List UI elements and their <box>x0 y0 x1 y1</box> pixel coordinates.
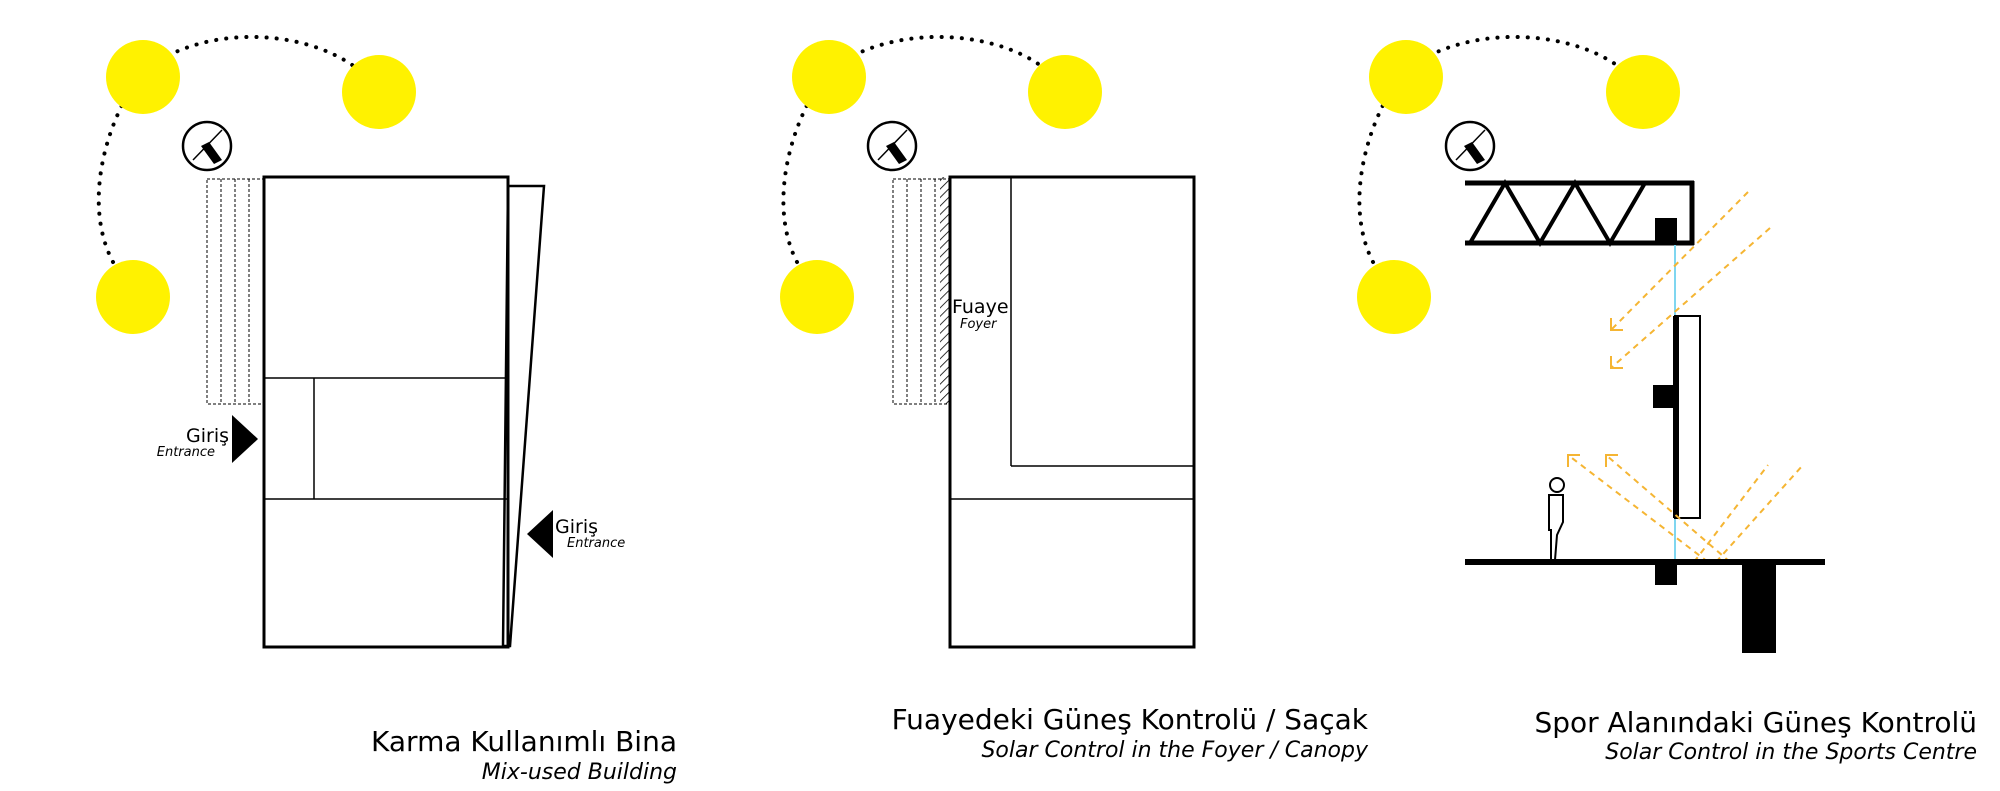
building-plan <box>262 175 546 649</box>
sun-icon <box>1028 55 1102 129</box>
panel-subtitle: Mix-used Building <box>482 760 677 785</box>
panel-subtitle: Solar Control in the Sports Centre <box>1605 740 1977 765</box>
sun-icon <box>106 40 180 114</box>
floor-beam <box>1655 565 1677 585</box>
panel-subtitle: Solar Control in the Foyer / Canopy <box>981 738 1369 763</box>
panel-sports-centre-solar-control: Spor Alanındaki Güneş Kontrolü Solar Con… <box>1357 34 1977 765</box>
compass-icon <box>1444 120 1496 172</box>
compass-icon <box>181 120 233 172</box>
sun-icon <box>1357 260 1431 334</box>
sun-path-dotted-arc <box>96 34 370 264</box>
entrance-right-label: Giriş <box>555 516 598 538</box>
panel-title: Fuayedeki Güneş Kontrolü / Saçak <box>892 703 1369 736</box>
louver-screen <box>892 178 951 405</box>
sun-rays <box>1567 191 1804 563</box>
column <box>1742 565 1776 653</box>
building-plan <box>948 175 1196 649</box>
louver-screen <box>206 178 265 405</box>
person-icon <box>1548 477 1565 561</box>
panel-mixed-use-building: Giriş Entrance Giriş Entrance Karma Kull… <box>96 34 677 785</box>
foyer-label: Fuaye <box>952 296 1009 318</box>
sun-path-dotted-arc <box>1357 34 1634 264</box>
shading-panel-edge <box>1673 316 1679 518</box>
roof-beam <box>1655 218 1677 243</box>
compass-icon <box>866 120 918 172</box>
sun-icon <box>1369 40 1443 114</box>
entrance-left-label-en: Entrance <box>157 445 215 460</box>
entrance-arrow-icon <box>232 415 258 463</box>
floor-slab <box>1465 559 1825 565</box>
sun-icon <box>96 260 170 334</box>
sun-icon <box>792 40 866 114</box>
sun-path-dotted-arc <box>781 34 1057 264</box>
sun-icon <box>780 260 854 334</box>
panel-title: Karma Kullanımlı Bina <box>371 725 677 758</box>
entrance-left-label: Giriş <box>186 425 229 447</box>
sun-icon <box>342 55 416 129</box>
canopy-hatch <box>940 177 950 404</box>
entrance-arrow-icon <box>527 510 553 558</box>
foyer-label-en: Foyer <box>960 317 998 332</box>
panel-bracket <box>1653 385 1673 408</box>
entrance-right-label-en: Entrance <box>567 536 625 551</box>
sun-icon <box>1606 55 1680 129</box>
panel-title: Spor Alanındaki Güneş Kontrolü <box>1534 706 1977 739</box>
panel-foyer-solar-control: Fuaye Foyer Fuayedeki Güneş Kontrolü / S… <box>780 34 1369 763</box>
